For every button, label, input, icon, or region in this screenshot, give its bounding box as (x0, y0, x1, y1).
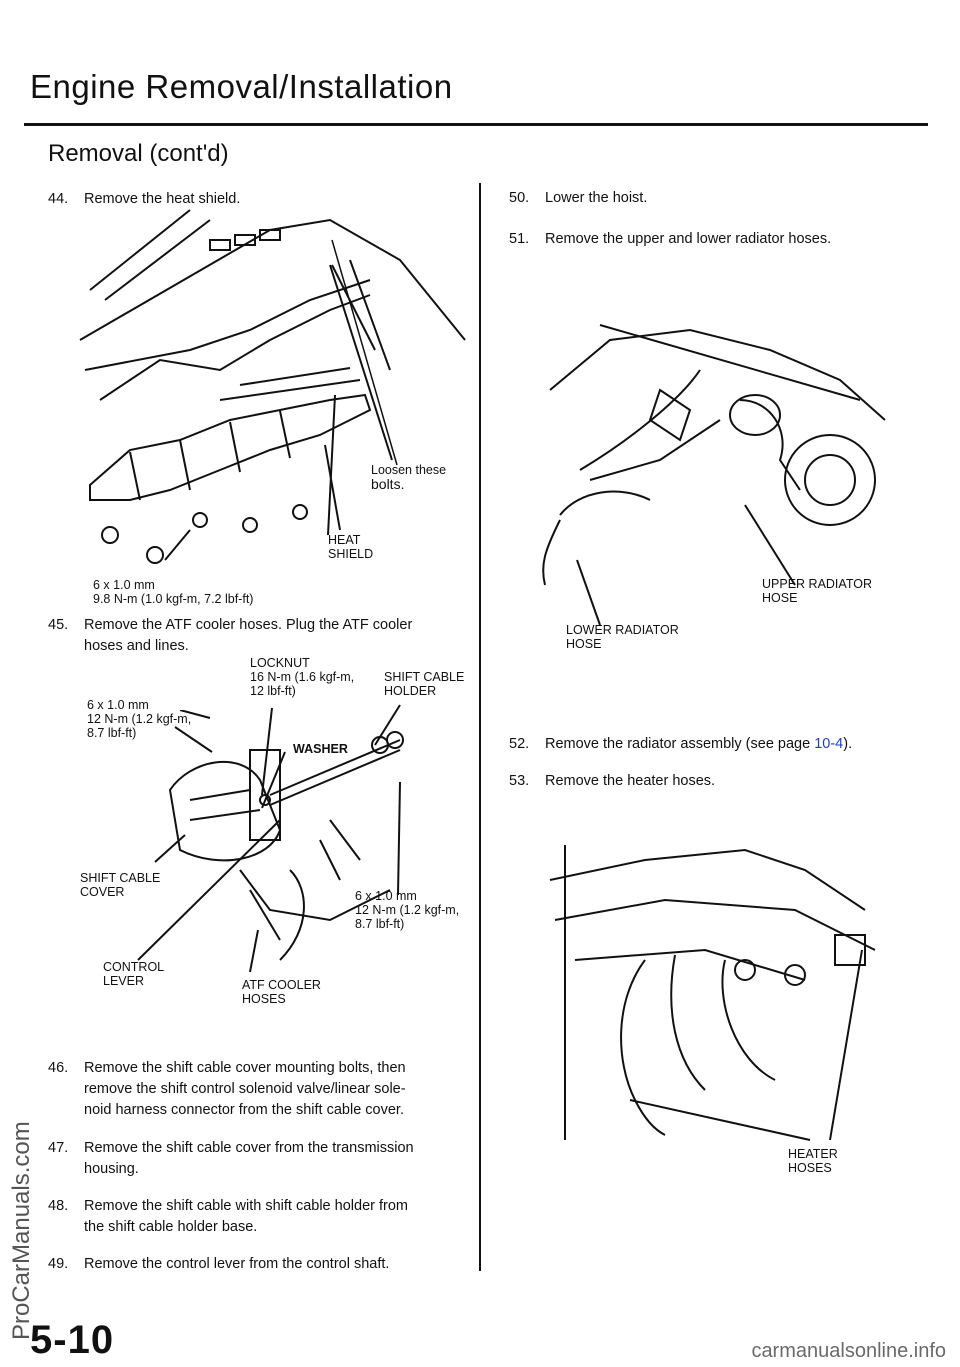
label-washer: WASHER (293, 742, 348, 756)
title-rule (24, 123, 928, 126)
section-subtitle: Removal (cont'd) (48, 140, 229, 167)
label-upper-radiator-hose: UPPER RADIATOR HOSE (762, 577, 872, 605)
label-atf-cooler-hoses: ATF COOLER HOSES (242, 978, 321, 1006)
side-watermark: ProCarManuals.com (8, 1121, 35, 1340)
step-53: 53.Remove the heater hoses. (509, 773, 716, 789)
label-heat-shield: HEAT SHIELD (328, 533, 374, 561)
page-number: 5-10 (30, 1318, 115, 1362)
page-ref-link[interactable]: 10-4 (814, 736, 844, 752)
label-bolt-spec-b: 6 x 1.0 mm 12 N-m (1.2 kgf-m, 8.7 lbf-ft… (355, 889, 460, 931)
heater-hoses-illustration (549, 845, 876, 1140)
step-50: 50.Lower the hoist. (509, 190, 648, 206)
page-title: Engine Removal/Installation (30, 68, 453, 105)
step-49: 49.Remove the control lever from the con… (48, 1256, 390, 1272)
radiator-hoses-illustration (542, 324, 886, 586)
label-bolt-spec-a: 6 x 1.0 mm 12 N-m (1.2 kgf-m, 8.7 lbf-ft… (87, 698, 192, 740)
label-heater-hoses: HEATER HOSES (788, 1147, 838, 1175)
bottom-watermark: carmanualsonline.info (751, 1340, 946, 1362)
step-51: 51.Remove the upper and lower radiator h… (509, 231, 832, 247)
column-divider (479, 183, 481, 1271)
label-bolt-spec-44: 6 x 1.0 mm 9.8 N-m (1.0 kgf-m, 7.2 lbf-f… (93, 578, 254, 606)
heat-shield-illustration (79, 209, 466, 564)
step-47: 47.Remove the shift cable cover from the… (48, 1140, 414, 1177)
step-46: 46.Remove the shift cable cover mounting… (48, 1060, 406, 1118)
step-44: 44.Remove the heat shield. (48, 191, 241, 207)
label-lower-radiator-hose: LOWER RADIATOR HOSE (566, 623, 679, 651)
label-locknut: LOCKNUT 16 N-m (1.6 kgf-m, 12 lbf-ft) (250, 656, 355, 698)
step-52: 52.Remove the radiator assembly (see pag… (509, 736, 853, 752)
label-shift-cable-cover: SHIFT CABLE COVER (80, 871, 161, 899)
label-control-lever: CONTROL LEVER (103, 960, 165, 988)
step-45: 45.Remove the ATF cooler hoses. Plug the… (48, 617, 413, 654)
step-48: 48.Remove the shift cable with shift cab… (48, 1198, 408, 1235)
label-shift-cable-holder: SHIFT CABLE HOLDER (384, 670, 465, 698)
label-loosen-bolts: Loosen these bolts. (371, 463, 447, 492)
